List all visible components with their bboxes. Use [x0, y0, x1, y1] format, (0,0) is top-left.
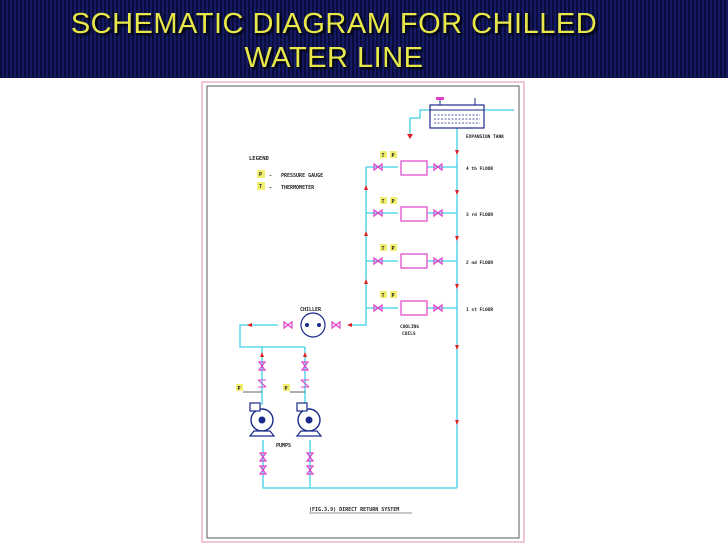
svg-text:P: P [392, 246, 395, 252]
floor-1-label: 1 st FLOOR [466, 307, 493, 313]
svg-text:P: P [238, 386, 241, 392]
arrow-icon [455, 345, 459, 350]
flow-arrows [247, 134, 459, 425]
floor-2-label: 2 nd FLOOR [466, 260, 493, 266]
valve-icon [331, 321, 341, 329]
floor-4-gauges: T P [380, 151, 397, 159]
slide-title-line-2: WATER LINE [244, 42, 424, 74]
pump-1 [248, 402, 276, 437]
pump-2-pressure-gauge [283, 384, 290, 391]
arrow-icon [247, 323, 252, 327]
legend-t-symbol: T [259, 184, 262, 190]
floor-3-coil [400, 206, 428, 222]
svg-text:T: T [382, 293, 385, 299]
check-valve-icon [257, 379, 267, 388]
legend-p-symbol: P [259, 172, 262, 178]
legend-p-dash: - [269, 173, 272, 179]
svg-text:T: T [382, 153, 385, 159]
expansion-tank [429, 97, 485, 129]
floor-2-gauges: T P [380, 244, 397, 252]
pump-1-pressure-gauge [236, 384, 243, 391]
arrow-icon [455, 236, 459, 241]
check-valve-icon [300, 379, 310, 388]
expansion-tank-label: EXPANSION TANK [466, 134, 504, 140]
figure-caption: (FIG.3.9) DIRECT RETURN SYSTEM [309, 507, 399, 513]
pumps-label: PUMPS [276, 443, 291, 449]
arrow-icon [364, 279, 368, 284]
svg-text:P: P [392, 293, 395, 299]
legend-p-swatch [257, 170, 265, 178]
legend-t-swatch [257, 182, 265, 190]
floor-1-gauges: T P [380, 291, 397, 299]
arrow-icon [455, 190, 459, 195]
arrow-icon [407, 134, 413, 139]
svg-text:P: P [392, 153, 395, 159]
cooling-coils-label-line-2: COILS [402, 331, 416, 337]
floor-4-coil [400, 160, 428, 176]
arrow-icon [455, 284, 459, 289]
legend-p-label: PRESSURE GAUGE [281, 173, 323, 179]
svg-text:P: P [285, 386, 288, 392]
title-banner: SCHEMATIC DIAGRAM FOR CHILLED WATER LINE [0, 0, 728, 78]
chiller-label: CHILLER [300, 307, 322, 313]
legend-t-dash: - [269, 185, 272, 191]
chiller [300, 312, 326, 338]
valve-icon [283, 321, 293, 329]
slide-title-line-1: SCHEMATIC DIAGRAM FOR CHILLED [70, 8, 598, 40]
legend-heading: LEGEND [249, 156, 270, 162]
floor-1-coil [400, 300, 428, 316]
arrow-icon [260, 352, 264, 357]
arrow-icon [303, 352, 307, 357]
cooling-coils-label-line-1: COOLING [400, 324, 419, 330]
legend-t-label: THERMOMETER [281, 185, 315, 191]
svg-text:T: T [382, 246, 385, 252]
arrow-icon [455, 150, 459, 155]
diagram-stage: LEGEND P - PRESSURE GAUGE T - THERMOMETE… [0, 78, 728, 546]
floor-3-label: 3 rd FLOOR [466, 212, 493, 218]
arrow-icon [364, 231, 368, 236]
schematic-diagram: LEGEND P - PRESSURE GAUGE T - THERMOMETE… [201, 81, 525, 543]
pump-2 [295, 402, 323, 437]
svg-text:P: P [392, 199, 395, 205]
arrow-icon [364, 185, 368, 190]
floor-4-label: 4 th FLOOR [466, 166, 493, 172]
arrow-icon [347, 323, 352, 327]
svg-text:T: T [382, 199, 385, 205]
outer-frame [201, 81, 525, 543]
arrow-icon [455, 420, 459, 425]
floor-2-coil [400, 253, 428, 269]
inner-frame [206, 85, 520, 539]
floor-3-gauges: T P [380, 197, 397, 205]
